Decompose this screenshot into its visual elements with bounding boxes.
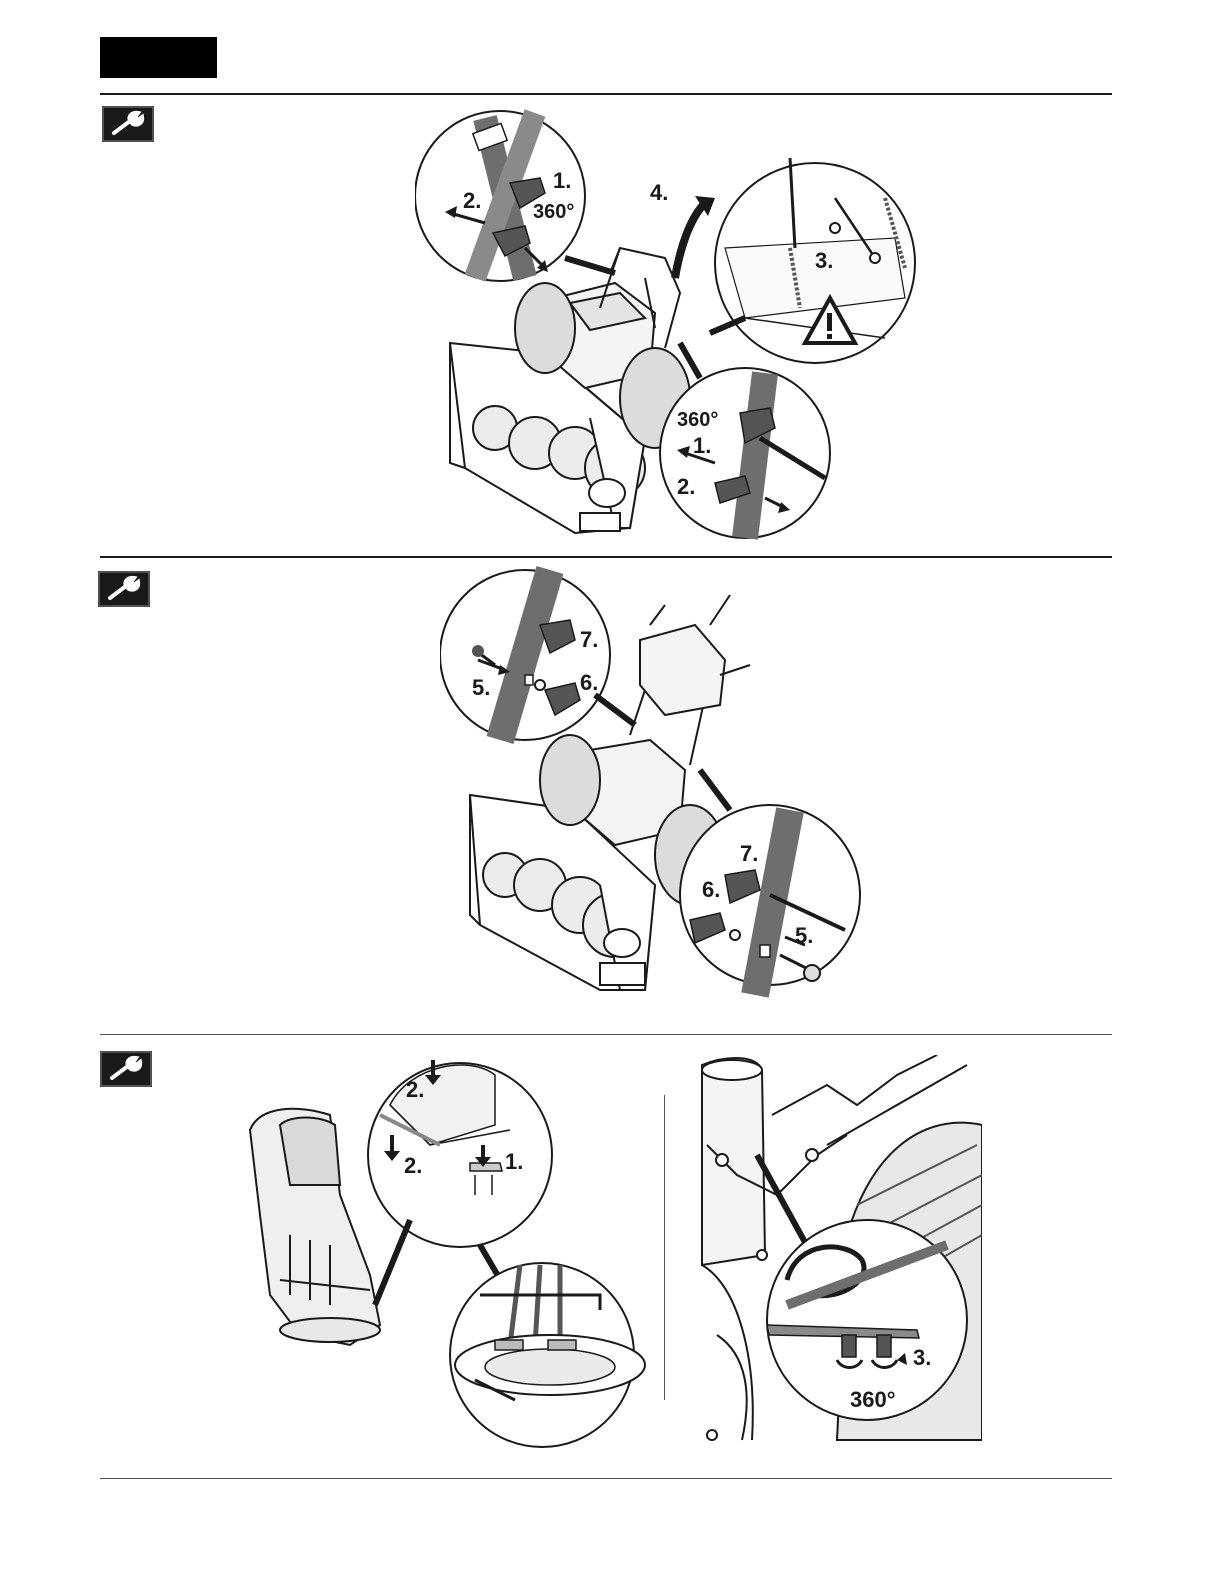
section-divider-2 xyxy=(100,1034,1112,1035)
section-divider-1 xyxy=(100,556,1112,558)
label-step-1: 1. xyxy=(553,168,571,193)
label-360-degrees: 360° xyxy=(850,1387,896,1412)
detail-circle-top-left: 7. 6. 5. xyxy=(440,566,611,744)
figure-divider xyxy=(664,1095,665,1400)
figure-skid-adjustment: 3. 360° xyxy=(697,1055,982,1445)
detail-circle-top-left: 1. 360° 2. xyxy=(415,109,586,282)
wrench-icon xyxy=(100,1051,152,1087)
label-step-1: 1. xyxy=(505,1149,523,1174)
label-step-5: 5. xyxy=(472,675,490,700)
detail-circle-top-right: 3. xyxy=(714,157,916,364)
detail-circle-bottom-right: 7. 6. 5. xyxy=(679,804,861,998)
wrench-icon xyxy=(98,571,150,607)
label-step-4: 4. xyxy=(650,180,668,205)
label-step-2: 2. xyxy=(463,188,481,213)
label-step-6-b: 6. xyxy=(702,877,720,902)
detail-circle-top: 1. 2. 2. xyxy=(367,1060,553,1248)
label-step-2-a: 2. xyxy=(406,1077,424,1102)
label-step-2-b: 2. xyxy=(677,474,695,499)
snow-blower-illustration xyxy=(448,246,691,535)
discharge-chute-illustration xyxy=(248,1107,382,1347)
figure-handle-removal: 4. 1. 360° 2. xyxy=(415,108,925,548)
snow-blower-illustration xyxy=(468,594,751,991)
rotate-arrow-icon xyxy=(671,200,708,279)
top-rule xyxy=(100,93,1112,95)
header-block xyxy=(100,37,217,78)
label-step-7-b: 7. xyxy=(740,841,758,866)
detail-circle-skid: 3. 360° xyxy=(766,1219,968,1421)
bottom-rule xyxy=(100,1478,1112,1479)
detail-circle-bottom-right: 360° 1. 2. xyxy=(659,367,831,540)
label-step-3: 3. xyxy=(913,1345,931,1370)
label-step-3: 3. xyxy=(815,248,833,273)
label-step-7: 7. xyxy=(580,627,598,652)
wrench-icon xyxy=(102,106,154,142)
label-step-5-b: 5. xyxy=(795,923,813,948)
label-step-6: 6. xyxy=(580,670,598,695)
label-step-1-b: 1. xyxy=(693,433,711,458)
label-step-2-b: 2. xyxy=(404,1153,422,1178)
label-360-degrees-b: 360° xyxy=(677,409,718,431)
label-360-degrees: 360° xyxy=(533,201,574,223)
figure-handle-attach: 7. 6. 5. 7. 6. 5. xyxy=(440,565,870,1015)
figure-chute-assembly: 1. 2. 2. xyxy=(230,1045,650,1450)
detail-circle-bottom xyxy=(449,1262,646,1448)
